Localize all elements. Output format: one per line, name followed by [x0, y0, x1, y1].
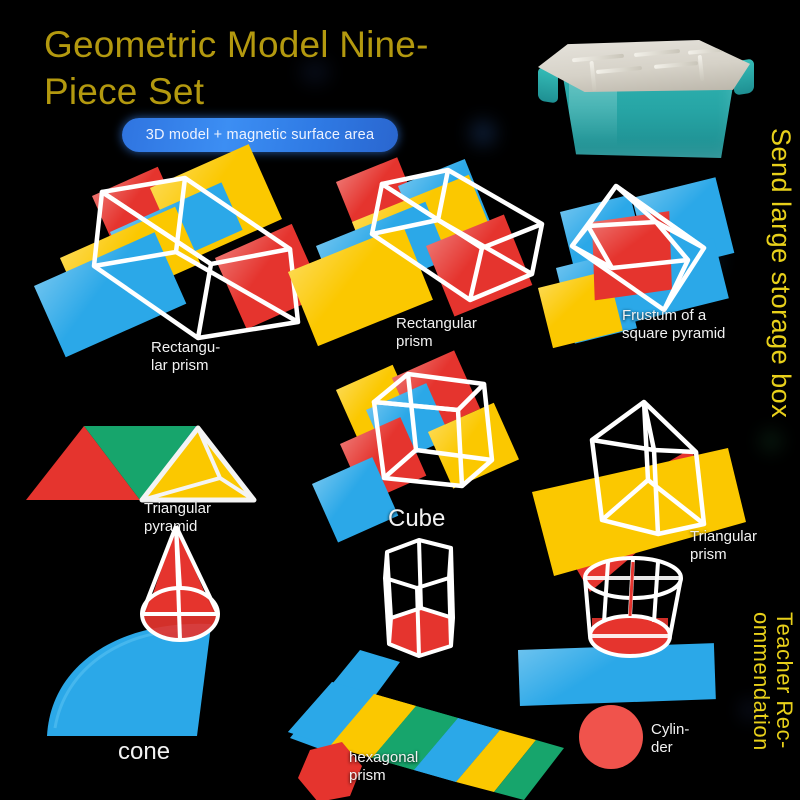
net-triangular-prism	[532, 399, 746, 592]
model-label: Cylin- der	[651, 721, 690, 756]
model-label: Triangular prism	[690, 528, 757, 563]
net-panel-blue	[518, 643, 716, 706]
net-cone-sector	[47, 623, 211, 736]
model-label: cone	[118, 738, 171, 765]
side-caption-storage: Send large storage box	[766, 128, 796, 419]
net-panel-red	[592, 211, 672, 301]
feature-badge-label: 3D model + magnetic surface area	[145, 127, 375, 143]
model-label: Frustum of a square pyramid	[622, 307, 726, 342]
model-label: Triangular pyramid	[144, 500, 211, 535]
background-bokeh	[470, 120, 496, 146]
model-label: Rectangu- lar prism	[151, 339, 221, 374]
side-caption-teacher: Teacher Rec- ommendation	[748, 612, 797, 751]
model-label: hexagonal prism	[349, 749, 419, 784]
wireframe-hexagonal-prism	[383, 538, 455, 658]
feature-badge: 3D model + magnetic surface area	[122, 118, 398, 152]
wireframe-cone	[140, 525, 220, 642]
model-label: Cube	[388, 505, 446, 532]
page-title: Geometric Model Nine- Piece Set	[44, 24, 429, 112]
storage-box-lid	[538, 40, 750, 92]
net-circle-red	[579, 705, 643, 769]
storage-box-image	[538, 28, 756, 168]
model-label: Rectangular prism	[396, 315, 477, 350]
background-bokeh	[760, 430, 782, 452]
